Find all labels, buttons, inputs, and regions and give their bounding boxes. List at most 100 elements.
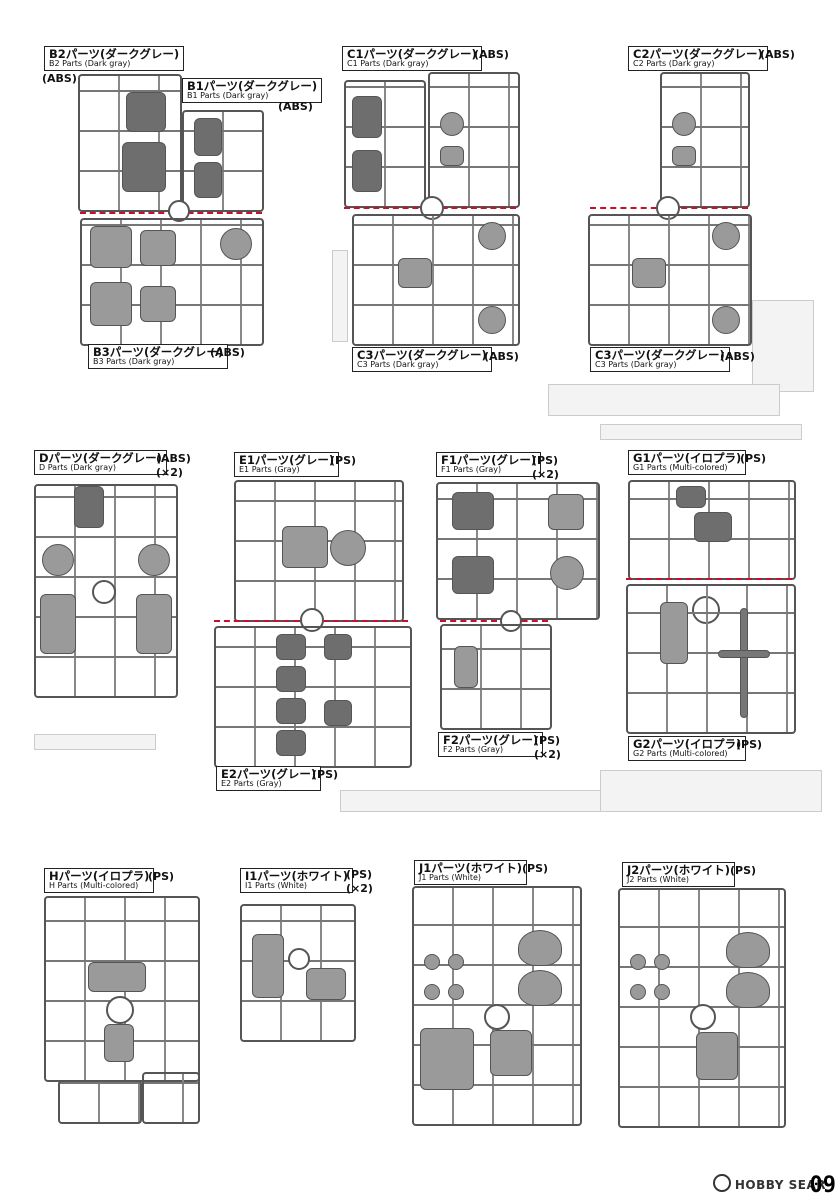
sprue-c3b-label: C3パーツ(ダークグレー) C3 Parts (Dark gray) [590,347,730,373]
sprue-b2-jp: B2パーツ(ダークグレー) [49,47,180,61]
part [42,544,74,576]
part [654,984,670,1000]
part [90,282,132,326]
sprue-b3-jp: B3パーツ(ダークグレー) [93,345,224,359]
part [140,286,176,322]
sprue-e1-material: (PS) [330,454,357,467]
watermark-logo-icon [712,1174,731,1192]
sprue-e1-label: E1パーツ(グレー) E1 Parts (Gray) [234,452,340,478]
part [712,222,740,250]
sprue-c3a-material: (ABS) [484,350,519,363]
sprue-c3b-jp: C3パーツ(ダークグレー) [595,348,725,362]
sprue-e2-label: E2パーツ(グレー) E2 Parts (Gray) [216,766,322,792]
part [306,968,346,1000]
ghost-print [340,790,602,812]
sprue-b2-material: (ABS) [42,72,77,85]
part [40,594,76,654]
part [90,226,132,268]
part [126,92,166,132]
sprue-i1-label: I1パーツ(ホワイト) I1 Parts (White) [240,868,354,894]
part [448,984,464,1000]
sprue-f1-label: F1パーツ(グレー) F1 Parts (Gray) [436,452,542,478]
part [138,544,170,576]
page-number: 09 [809,1173,837,1198]
sprue-c1-en: C1 Parts (Dark gray) [347,59,429,69]
sprue-e2-jp: E2パーツ(グレー) [221,767,317,781]
sprue-c2-material: (ABS) [760,48,795,61]
sprue-f2-qty: (×2) [534,748,561,761]
part [672,146,696,166]
part [726,972,770,1008]
part [676,486,706,508]
sprue-i1-material: (PS) [346,868,373,881]
sprue-e2-frame [214,626,412,768]
sprue-e2-en: E2 Parts (Gray) [221,779,282,789]
cut-line [440,620,548,622]
sprue-f1-jp: F1パーツ(グレー) [441,453,537,467]
sprue-b3-en: B3 Parts (Dark gray) [93,357,175,367]
part [696,1032,738,1080]
sprue-f2-material: (PS) [534,734,561,747]
part [136,594,172,654]
part [276,698,306,724]
part [420,1028,474,1090]
part [630,984,646,1000]
part [424,984,440,1000]
part [276,634,306,660]
part [478,222,506,250]
sprue-c1-frame-right [428,72,520,208]
ghost-print [332,250,348,342]
sprue-c3b-en: C3 Parts (Dark gray) [595,360,677,370]
sprue-j2-en: J2 Parts (White) [627,875,689,885]
sprue-c1-label: C1パーツ(ダークグレー) C1 Parts (Dark gray) [342,46,482,72]
sprue-c2-frame [660,72,750,208]
part [440,112,464,136]
part [478,306,506,334]
sprue-g1-label: G1パーツ(イロプラ) G1 Parts (Multi-colored) [628,450,747,476]
part [448,954,464,970]
part [630,954,646,970]
sprue-h-label: Hパーツ(イロプラ) H Parts (Multi-colored) [44,868,155,894]
watermark-text: HOBBY SEAR [734,1178,826,1192]
part [140,230,176,266]
sprue-gate-ring [484,1004,510,1030]
sprue-c2-jp: C2パーツ(ダークグレー) [633,47,763,61]
sprue-d-label: Dパーツ(ダークグレー) D Parts (Dark gray) [34,450,167,476]
part [324,700,352,726]
site-watermark: HOBBY SEAR [712,1174,826,1192]
sprue-h-jp: Hパーツ(イロプラ) [49,869,150,883]
sprue-b1-en: B1 Parts (Dark gray) [187,91,269,101]
part [122,142,166,192]
sprue-b1-material: (ABS) [278,100,313,113]
ghost-print [600,424,802,440]
part [194,162,222,198]
sprue-b2-en: B2 Parts (Dark gray) [49,59,131,69]
sprue-c1-material: (ABS) [474,48,509,61]
part [252,934,284,998]
sprue-h-en: H Parts (Multi-colored) [49,881,139,891]
sprue-gate-ring [288,948,310,970]
part [548,494,584,530]
sprue-h-subframe-left [58,1080,142,1124]
sprue-d-qty: (×2) [156,466,183,479]
ghost-print [752,300,814,392]
sprue-d-material: (ABS) [156,452,191,465]
sprue-h-subframe-right [142,1072,200,1124]
part [424,954,440,970]
part [352,96,382,138]
part [324,634,352,660]
sprue-e1-en: E1 Parts (Gray) [239,465,300,475]
sprue-g2-jp: G2パーツ(イロプラ) [633,737,742,751]
sprue-j1-label: J1パーツ(ホワイト) J1 Parts (White) [414,860,528,886]
part [672,112,696,136]
sprue-g2-label: G2パーツ(イロプラ) G2 Parts (Multi-colored) [628,736,747,762]
sprue-c3a-en: C3 Parts (Dark gray) [357,360,439,370]
sprue-g2-en: G2 Parts (Multi-colored) [633,749,728,759]
sprue-c2-label: C2パーツ(ダークグレー) C2 Parts (Dark gray) [628,46,768,72]
sprue-c3a-jp: C3パーツ(ダークグレー) [357,348,487,362]
sprue-g2-frame [626,584,796,734]
sprue-c3b-material: (ABS) [720,350,755,363]
sprue-f2-label: F2パーツ(グレー) F2 Parts (Gray) [438,732,544,758]
part [550,556,584,590]
sprue-j2-material: (PS) [730,864,757,877]
